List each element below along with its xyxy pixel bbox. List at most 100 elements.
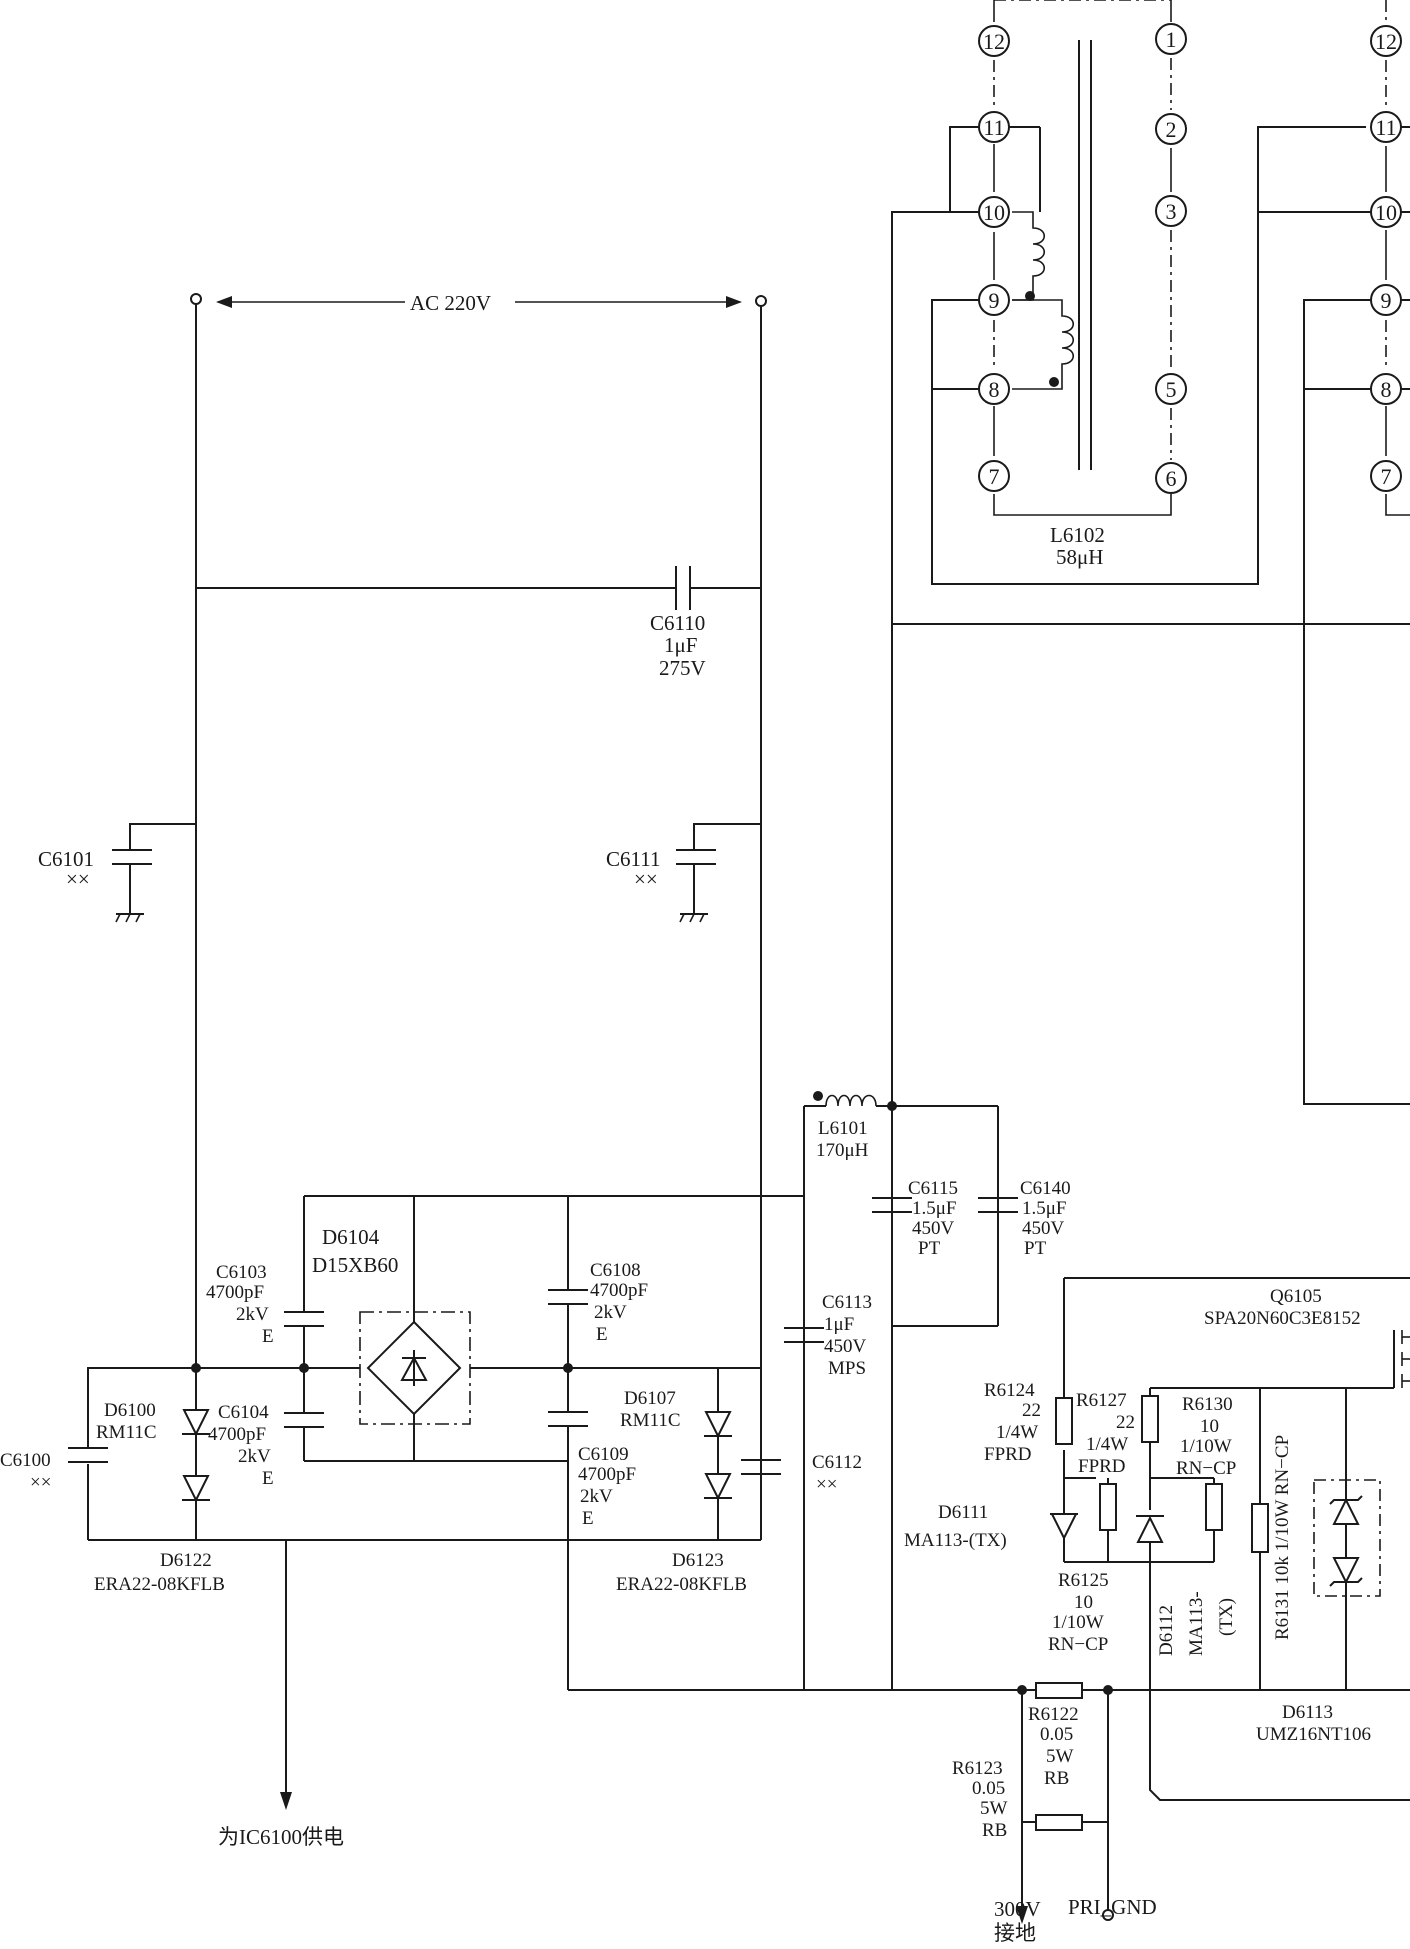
diode-d6111[interactable]: D6111 MA113-(TX) (904, 1502, 1078, 1551)
capacitor-c6140[interactable]: C6140 1.5μF 450V PT (978, 1178, 1071, 1259)
ground-wiring (1016, 1685, 1114, 1924)
t2-pin-12: 12 (1375, 29, 1397, 54)
diode-d6100[interactable]: D6100 RM11C (96, 1400, 210, 1476)
c6111-ref: C6111 (606, 847, 660, 871)
diode-d6112[interactable]: D6112 MA113- (TX) (1136, 1515, 1237, 1656)
resistor-r6131[interactable]: R6131 10k 1/10W RN−CP (1251, 1435, 1293, 1640)
capacitor-c6113[interactable]: C6113 1μF 450V MPS (784, 1292, 872, 1379)
c6101-ref: C6101 (38, 847, 94, 871)
ac-arrow-right-head (726, 296, 742, 308)
d6112-suffix: (TX) (1216, 1598, 1237, 1636)
capacitor-c6108[interactable]: C6108 4700pF 2kV E (548, 1260, 648, 1345)
d6122-ref: D6122 (160, 1550, 212, 1571)
c6103-value: 4700pF (206, 1282, 264, 1303)
c6104-ref: C6104 (218, 1402, 269, 1423)
l6102-pin-11: 11 (983, 115, 1004, 140)
resistor-r6127[interactable]: R6127 22 1/4W FPRD (1076, 1388, 1159, 1477)
l6102-pin-3: 3 (1166, 199, 1177, 224)
d6123-part: ERA22-08KFLB (616, 1574, 747, 1595)
r6123-rating: 5W (980, 1798, 1008, 1819)
r6127-value: 22 (1116, 1412, 1135, 1433)
capacitor-c6100[interactable]: C6100 ×× (0, 1447, 108, 1493)
capacitor-c6109[interactable]: C6109 4700pF 2kV E (548, 1411, 636, 1529)
d6112-part: MA113- (1186, 1591, 1207, 1656)
d6100-ref: D6100 (104, 1400, 156, 1421)
bridge-rectifier-d6104[interactable]: D6104 D15XB60 (312, 1225, 471, 1425)
capacitor-c6112-inline[interactable]: C6112 ×× (741, 1452, 862, 1495)
pri-gnd-label: PRI_GND (1068, 1895, 1157, 1919)
r6131-label: R6131 10k 1/10W RN−CP (1272, 1435, 1293, 1640)
c6112-ref: C6112 (812, 1452, 862, 1473)
c6113-ref: C6113 (822, 1292, 872, 1313)
c6110-rating: 275V (659, 656, 706, 680)
capacitor-c6101[interactable]: C6101 ×× (38, 823, 196, 923)
c6115-value: 1.5μF (912, 1198, 957, 1219)
resistor-r6130[interactable]: R6130 10 1/10W RN−CP (1176, 1394, 1236, 1531)
diode-d6123[interactable]: D6123 ERA22-08KFLB (616, 1473, 747, 1595)
r6124-ref: R6124 (984, 1380, 1035, 1401)
resistor-r6125[interactable]: R6125 10 1/10W RN−CP (1048, 1483, 1117, 1655)
c6113-type: MPS (828, 1358, 866, 1379)
c6140-rating: 450V (1022, 1218, 1065, 1239)
l6102-ref: L6102 (1050, 523, 1105, 547)
c6115-rating: 450V (912, 1218, 955, 1239)
ic-supply-label: 为IC6100供电 (218, 1825, 344, 1849)
c6108-type: E (596, 1324, 608, 1345)
c6109-value: 4700pF (578, 1464, 636, 1485)
c6103-ref: C6103 (216, 1262, 267, 1283)
ac-terminal-right[interactable] (755, 295, 767, 307)
mosfet-q6105[interactable]: Q6105 SPA20N60C3E8152 (1204, 1286, 1410, 1388)
inductor-l6101[interactable]: L6101 170μH (816, 1094, 877, 1162)
d6113-ref: D6113 (1282, 1702, 1333, 1723)
ac-arrow-left-head (216, 296, 232, 308)
r6123-ref: R6123 (952, 1758, 1003, 1779)
r6122-type: RB (1044, 1768, 1069, 1789)
r6130-value: 10 (1200, 1416, 1219, 1437)
l6102-pin-1: 1 (1166, 27, 1177, 52)
t2-pin-8: 8 (1381, 377, 1392, 402)
c6140-value: 1.5μF (1022, 1198, 1067, 1219)
capacitor-c6104[interactable]: C6104 4700pF 2kV E (208, 1402, 324, 1489)
capacitor-c6111[interactable]: C6111 ×× (606, 823, 761, 923)
capacitor-c6115[interactable]: C6115 1.5μF 450V PT (872, 1178, 958, 1259)
c6108-ref: C6108 (590, 1260, 641, 1281)
zener-d6113[interactable]: D6113 UMZ16NT106 (1256, 1479, 1381, 1745)
c6109-ref: C6109 (578, 1444, 629, 1465)
c6104-rating: 2kV (238, 1446, 271, 1467)
transformer-l6102[interactable]: 12 11 10 9 8 7 1 2 3 5 6 L6102 58μH (978, 0, 1187, 569)
l6102-pin-7: 7 (989, 464, 1000, 489)
capacitor-c6110[interactable]: C6110 1μF 275V (650, 566, 706, 680)
r6130-ref: R6130 (1182, 1394, 1233, 1415)
l6102-pin-8: 8 (989, 377, 1000, 402)
c6110-value: 1μF (664, 633, 697, 657)
ac-terminal-left[interactable] (190, 293, 202, 305)
r6122-rating: 5W (1046, 1746, 1074, 1767)
diode-d6122[interactable]: D6122 ERA22-08KFLB (94, 1475, 225, 1595)
capacitor-c6103[interactable]: C6103 4700pF 2kV E (206, 1262, 324, 1347)
switch-wiring (1063, 1277, 1410, 1801)
resistor-r6124[interactable]: R6124 22 1/4W FPRD (984, 1380, 1073, 1465)
c6113-rating: 450V (824, 1336, 867, 1357)
l6102-value: 58μH (1056, 545, 1103, 569)
c6115-ref: C6115 (908, 1178, 958, 1199)
d6100-part: RM11C (96, 1422, 157, 1443)
resistor-r6122[interactable]: R6122 0.05 5W RB (1028, 1682, 1083, 1789)
c6110-ref: C6110 (650, 611, 705, 635)
c6108-value: 4700pF (590, 1280, 648, 1301)
l6102-pin-5: 5 (1166, 377, 1177, 402)
resistor-r6123[interactable]: R6123 0.05 5W RB (952, 1758, 1083, 1841)
d6111-part: MA113-(TX) (904, 1530, 1007, 1551)
d6123-ref: D6123 (672, 1550, 724, 1571)
r6125-rating: 1/10W (1052, 1612, 1104, 1633)
q6105-ref: Q6105 (1270, 1286, 1322, 1307)
l6102-pin-2: 2 (1166, 117, 1177, 142)
c6113-value: 1μF (824, 1314, 854, 1335)
r6124-value: 22 (1022, 1400, 1041, 1421)
r6130-type: RN−CP (1176, 1458, 1236, 1479)
diode-d6107[interactable]: D6107 RM11C (620, 1368, 732, 1474)
transformer-second[interactable]: 12 11 10 9 8 7 (1258, 0, 1410, 1105)
c6100-value: ×× (30, 1472, 51, 1493)
r6124-type: FPRD (984, 1444, 1032, 1465)
r6127-rating: 1/4W (1086, 1434, 1128, 1455)
